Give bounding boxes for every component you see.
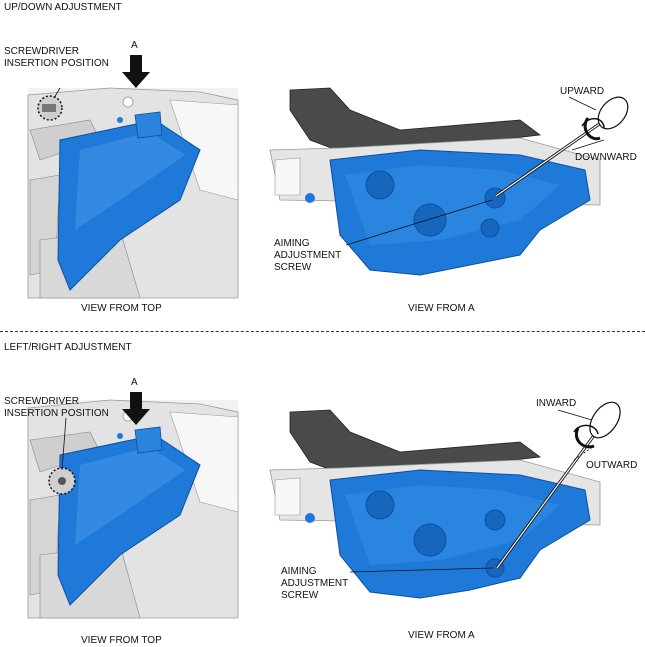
section-title-up-down: UP/DOWN ADJUSTMENT bbox=[4, 2, 122, 13]
aiming-label-line3: SCREW bbox=[281, 590, 319, 601]
aiming-screw-label-lower: AIMING ADJUSTMENT SCREW bbox=[281, 566, 348, 602]
leader-screwdriver-lower bbox=[61, 417, 67, 471]
aiming-label-line3: SCREW bbox=[274, 262, 312, 273]
leader-inward-lower bbox=[557, 409, 593, 421]
leader-screwdriver-upper bbox=[53, 87, 61, 99]
section-divider bbox=[0, 331, 645, 332]
aiming-screw-label-upper: AIMING ADJUSTMENT SCREW bbox=[274, 238, 341, 274]
arrow-a-label-lower: A bbox=[131, 377, 138, 388]
screwdriver-insertion-label-upper: SCREWDRIVER INSERTION POSITION bbox=[4, 46, 109, 70]
leader-upward-upper bbox=[568, 96, 597, 111]
screwdriver-label-line1: SCREWDRIVER bbox=[4, 46, 80, 57]
direction-outward-label: OUTWARD bbox=[586, 460, 638, 471]
direction-upward-label: UPWARD bbox=[560, 86, 605, 97]
section-title-left-right: LEFT/RIGHT ADJUSTMENT bbox=[4, 342, 132, 353]
leader-outward-lower bbox=[573, 445, 595, 461]
arrow-a-label-upper: A bbox=[131, 40, 138, 51]
caption-view-from-a-lower: VIEW FROM A bbox=[408, 630, 475, 641]
caption-view-from-a-upper: VIEW FROM A bbox=[408, 303, 475, 314]
view-a-illustration-lower bbox=[269, 401, 621, 599]
top-view-illustration-lower bbox=[27, 399, 239, 619]
leader-downward-upper bbox=[571, 139, 605, 151]
top-view-illustration-upper bbox=[27, 87, 239, 299]
aiming-label-line2: ADJUSTMENT bbox=[281, 578, 349, 589]
view-a-arrow-lower bbox=[122, 392, 150, 425]
screwdriver-label-line2: INSERTION POSITION bbox=[4, 408, 109, 419]
direction-inward-label: INWARD bbox=[536, 398, 577, 409]
screwdriver-insertion-label-lower: SCREWDRIVER INSERTION POSITION bbox=[4, 396, 109, 420]
screwdriver-label-line2: INSERTION POSITION bbox=[4, 58, 109, 69]
direction-downward-label: DOWNWARD bbox=[575, 152, 637, 163]
aiming-label-line1: AIMING bbox=[281, 566, 317, 577]
view-a-illustration-upper bbox=[269, 87, 629, 276]
leader-aiming-lower bbox=[349, 567, 494, 573]
caption-view-from-top-upper: VIEW FROM TOP bbox=[81, 303, 162, 314]
caption-view-from-top-lower: VIEW FROM TOP bbox=[81, 635, 162, 646]
screwdriver-label-line1: SCREWDRIVER bbox=[4, 396, 80, 407]
view-a-arrow-upper bbox=[122, 55, 150, 88]
aiming-label-line1: AIMING bbox=[274, 238, 310, 249]
leader-aiming-upper bbox=[345, 199, 493, 246]
aiming-label-line2: ADJUSTMENT bbox=[274, 250, 342, 261]
